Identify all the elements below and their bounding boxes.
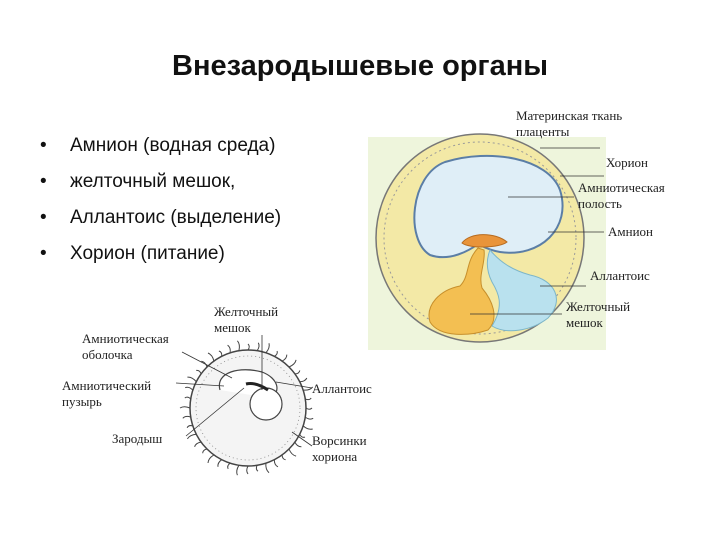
page-title: Внезародышевые органы	[172, 50, 548, 82]
yolk-sac	[428, 247, 495, 335]
villus	[299, 434, 306, 438]
villus	[302, 425, 313, 430]
bullet-marker: •	[40, 135, 47, 156]
bullet-text: Хорион (питание)	[70, 243, 225, 264]
bullet-item: • Аллантоис (выделение)	[40, 200, 281, 236]
bullet-text: желточный мешок,	[70, 171, 236, 192]
bullet-item: • Амнион (водная среда)	[40, 128, 281, 164]
villus	[247, 343, 250, 351]
embryo-sketch-diagram: Желточный мешок Амниотическая оболочка А…	[62, 304, 372, 476]
bullet-marker: •	[40, 243, 47, 264]
villus	[265, 463, 270, 474]
villus	[202, 448, 208, 454]
chorion-dotted	[195, 355, 301, 461]
label-allantois: Аллантоис	[312, 381, 372, 396]
label-chorion-villi-2: хориона	[312, 449, 357, 464]
leader-line	[275, 381, 313, 389]
label-amniotic-bubble-2: пузырь	[62, 394, 102, 409]
label-amniotic-bubble-1: Амниотический	[62, 378, 151, 393]
villus	[236, 465, 240, 476]
villus	[273, 459, 279, 468]
villus	[185, 386, 194, 391]
villus	[207, 352, 215, 362]
villus	[288, 448, 297, 457]
villus	[288, 359, 297, 368]
label-embryo: Зародыш	[112, 431, 162, 446]
villus	[196, 369, 202, 375]
villus	[187, 376, 197, 383]
villus	[246, 465, 249, 475]
bullet-item: • Хорион (питание)	[40, 236, 281, 272]
label-amniotic-membrane-2: оболочка	[82, 347, 133, 362]
villus	[218, 350, 223, 357]
leader-line	[185, 387, 245, 437]
villus	[186, 425, 193, 429]
villus	[182, 415, 191, 419]
chorion-sphere	[189, 349, 307, 467]
label-allantois: Аллантоис	[590, 268, 650, 283]
villus	[303, 386, 314, 391]
placenta-diagram: Материнская ткань плаценты Хорион Амниот…	[368, 108, 665, 350]
villus	[299, 377, 308, 383]
villus	[294, 370, 301, 375]
label-yolk-sac-1: Желточный	[566, 299, 630, 314]
villus	[207, 454, 215, 464]
villus	[294, 441, 302, 448]
label-amnion: Амнион	[608, 224, 653, 239]
villus	[281, 454, 286, 461]
leader-line	[291, 431, 313, 447]
villus	[194, 441, 202, 447]
bullet-marker: •	[40, 207, 47, 228]
bullet-text: Аллантоис (выделение)	[70, 207, 282, 228]
villus	[274, 350, 278, 357]
bullet-item: • желточный мешок,	[40, 164, 281, 200]
label-yolk-sac-2: мешок	[566, 315, 604, 330]
villus	[227, 462, 231, 470]
villus	[237, 340, 240, 351]
label-chorion: Хорион	[606, 155, 648, 170]
bullet-marker: •	[40, 171, 47, 192]
villus	[281, 354, 288, 362]
label-maternal-tissue-1: Материнская ткань	[516, 108, 622, 123]
label-amniotic-cavity-1: Амниотическая	[578, 180, 665, 195]
bullet-list: • Амнион (водная среда) • желточный мешок,…	[40, 128, 281, 272]
label-yolk-sac-1: Желточный	[214, 304, 278, 319]
villus	[186, 433, 197, 440]
villus	[255, 465, 259, 472]
embryo-sketch	[245, 382, 269, 392]
label-maternal-tissue-2: плаценты	[516, 124, 570, 139]
villus	[184, 396, 192, 400]
yolk-sac-sketch	[249, 387, 283, 421]
label-amniotic-cavity-2: полость	[578, 196, 622, 211]
allantois-shape	[486, 249, 557, 332]
leader-line	[181, 351, 233, 379]
label-chorion-villi-1: Ворсинки	[312, 433, 367, 448]
villus	[217, 459, 222, 467]
bullet-text: Амнион (водная среда)	[70, 135, 276, 156]
villus	[227, 344, 231, 353]
embryo	[461, 234, 508, 248]
villus	[256, 342, 260, 351]
villus	[305, 416, 314, 420]
label-amniotic-membrane-1: Амниотическая	[82, 331, 169, 346]
label-yolk-sac-2: мешок	[214, 320, 252, 335]
villus	[305, 407, 313, 410]
chorion-inner-line	[383, 141, 577, 335]
leader-line	[175, 382, 225, 387]
villus	[201, 360, 208, 368]
chorion-villi	[179, 340, 314, 476]
villus	[265, 343, 270, 354]
villus	[179, 406, 191, 409]
villus	[305, 397, 312, 401]
